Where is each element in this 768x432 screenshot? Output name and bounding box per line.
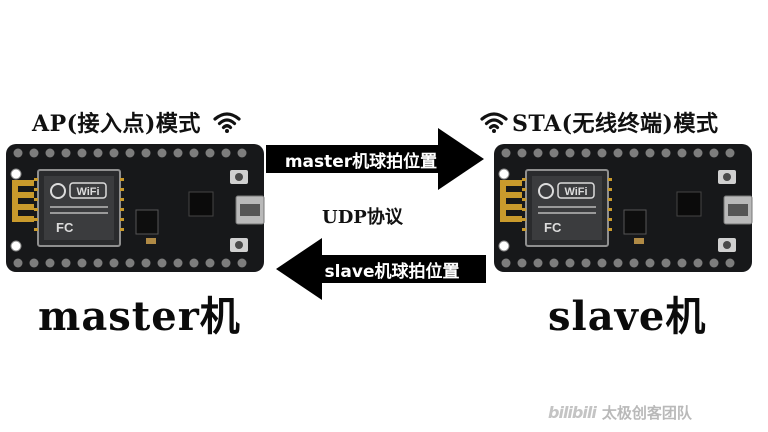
left-mode-label: AP(接入点)模式 bbox=[32, 106, 241, 138]
wifi-badge-text: WiFi bbox=[564, 186, 587, 198]
watermark-text: 太极创客团队 bbox=[601, 404, 692, 422]
top-pin-row bbox=[13, 148, 247, 158]
right-nodemcu-board: WiFi FC bbox=[494, 144, 753, 272]
wifi-icon bbox=[480, 112, 508, 133]
left-device-name: master机 bbox=[38, 293, 241, 340]
top-pin-row bbox=[501, 148, 735, 158]
fc-mark: FC bbox=[56, 220, 74, 235]
protocol-label: UDP协议 bbox=[322, 207, 403, 228]
left-nodemcu-board: WiFi FC bbox=[6, 144, 265, 272]
arrow-slave-label: slave机球拍位置 bbox=[324, 261, 460, 282]
wifi-badge-text: WiFi bbox=[76, 186, 99, 198]
bottom-pin-row bbox=[501, 258, 735, 268]
bilibili-logo: bilibili bbox=[548, 403, 597, 422]
fc-mark: FC bbox=[544, 220, 562, 235]
arrow-slave-to-master: slave机球拍位置 bbox=[276, 238, 486, 300]
antenna-trace bbox=[500, 180, 522, 222]
arrow-master-label: master机球拍位置 bbox=[284, 151, 438, 172]
arrow-master-to-slave: master机球拍位置 bbox=[266, 128, 484, 190]
right-mode-text: STA(无线终端)模式 bbox=[512, 111, 719, 137]
left-mode-text: AP(接入点)模式 bbox=[32, 111, 201, 137]
right-device-name: slave机 bbox=[548, 293, 707, 340]
right-mode-label: STA(无线终端)模式 bbox=[480, 106, 718, 138]
wifi-icon bbox=[213, 112, 241, 133]
watermark: bilibili 太极创客团队 bbox=[548, 402, 692, 423]
antenna-trace bbox=[12, 180, 34, 222]
bottom-pin-row bbox=[13, 258, 247, 268]
